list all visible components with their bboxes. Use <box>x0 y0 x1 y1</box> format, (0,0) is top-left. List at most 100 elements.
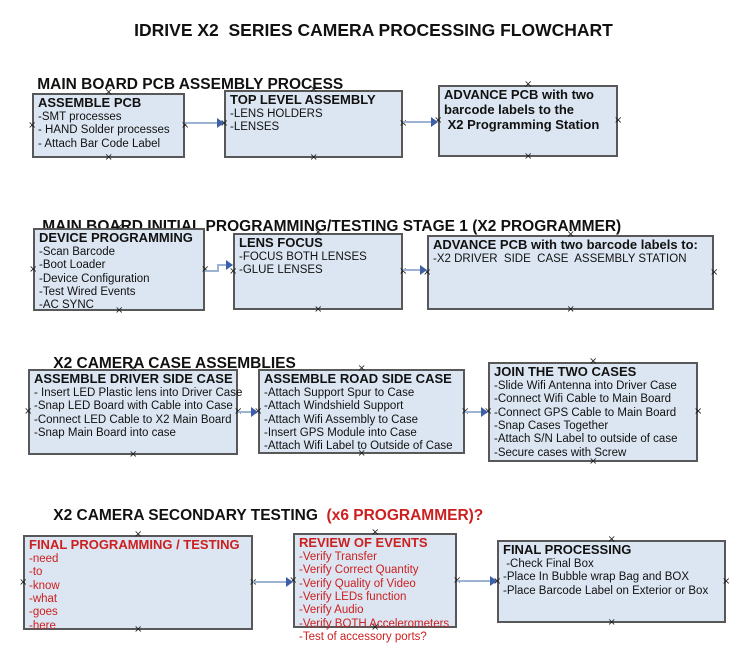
flow-box-review-of-events[interactable]: REVIEW OF EVENTS -Verify Transfer-Verify… <box>289 528 461 643</box>
connection-anchor-icon: × <box>607 617 616 628</box>
box-title: JOIN THE TWO CASES <box>494 364 637 379</box>
box-item-list: -Scan Barcode-Boot Loader-Device Configu… <box>39 246 200 313</box>
box-item: -Place In Bubble wrap Bag and BOX <box>503 571 690 584</box>
connector-elbow-segment[interactable] <box>205 270 219 272</box>
box-item: -Test Wired Events <box>39 285 136 298</box>
flow-box-advance-pcb-programming-station[interactable]: ADVANCE PCB with two barcode labels to t… <box>434 80 622 162</box>
connection-anchor-icon: × <box>19 576 28 588</box>
box-item: -LENSES <box>230 121 280 134</box>
box-item: -Attach Wifi Assembly to Case <box>264 413 419 426</box>
box-item: -Insert GPS Module into Case <box>264 426 417 439</box>
connector-arrowhead-icon <box>286 577 293 587</box>
box-item: -GLUE LENSES <box>239 264 323 277</box>
connector-top-level-to-advance-pcb[interactable] <box>403 115 438 129</box>
connector-arrowhead-icon <box>490 576 497 586</box>
flow-box-join-the-two-cases[interactable]: JOIN THE TWO CASES -Slide Wifi Antenna i… <box>484 357 702 467</box>
flow-box-assemble-pcb[interactable]: ASSEMBLE PCB -SMT processes- HAND Solder… <box>28 88 189 163</box>
section-heading-case-assemblies: X2 CAMERA CASE ASSEMBLIES <box>36 337 296 391</box>
connection-anchor-icon: × <box>722 575 731 587</box>
connection-anchor-icon: × <box>566 304 575 315</box>
section-heading-secondary-testing: X2 CAMERA SECONDARY TESTING (x6 PROGRAMM… <box>36 489 483 543</box>
flow-box-assemble-road-side-case[interactable]: ASSEMBLE ROAD SIDE CASE -Attach Support … <box>254 364 469 459</box>
box-item: -FOCUS BOTH LENSES <box>239 250 367 263</box>
box-title: ASSEMBLE PCB <box>38 95 142 110</box>
box-item: -Verify BOTH Accelerometers <box>299 617 450 630</box>
box-item: -AC SYNC <box>39 299 94 312</box>
connector-line <box>185 122 218 124</box>
connection-anchor-icon: × <box>24 406 33 417</box>
connector-line <box>403 121 432 123</box>
box-item: -Snap LED Board with Cable into Case <box>34 400 233 413</box>
flow-box-assemble-driver-side-case[interactable]: ASSEMBLE DRIVER SIDE CASE - Insert LED P… <box>24 364 242 460</box>
box-item: -Attach S/N Label to outside of case <box>494 433 678 446</box>
box-item-list: -Verify Transfer-Verify Correct Quantity… <box>299 551 452 644</box>
connector-review-to-final-processing[interactable] <box>457 574 497 588</box>
connector-line <box>457 580 491 582</box>
section-heading-text: MAIN BOARD PCB ASSEMBLY PROCESS <box>37 76 344 93</box>
section-heading-text: X2 CAMERA SECONDARY TESTING <box>53 507 323 524</box>
box-item: -Connect GPS Cable to Main Board <box>494 406 677 419</box>
box-item: -Device Configuration <box>39 272 150 285</box>
connector-elbow-riser[interactable] <box>217 264 219 272</box>
connection-anchor-icon: × <box>614 115 623 126</box>
box-title: LENS FOCUS <box>239 235 323 250</box>
box-item: - HAND Solder processes <box>38 124 170 137</box>
box-item: -Connect Wifi Cable to Main Board <box>494 393 672 406</box>
box-title: FINAL PROCESSING <box>503 542 632 557</box>
connector-line <box>465 411 482 413</box>
connection-anchor-icon: × <box>28 119 37 131</box>
box-title: ASSEMBLE DRIVER SIDE CASE <box>34 371 233 386</box>
connection-anchor-icon: × <box>129 449 138 460</box>
connector-driver-case-to-road-case[interactable] <box>238 405 258 419</box>
connector-lens-focus-to-advance-pcb[interactable] <box>403 263 427 277</box>
connection-anchor-icon: × <box>104 152 113 163</box>
box-item: -Attach Windshield Support <box>264 400 404 413</box>
page-title: IDRIVE X2 SERIES CAMERA PROCESSING FLOWC… <box>134 20 613 40</box>
box-item: -LENS HOLDERS <box>230 107 323 120</box>
box-item-list: -Slide Wifi Antenna into Driver Case-Con… <box>494 380 693 460</box>
box-item: -SMT processes <box>38 110 122 123</box>
connector-final-programming-to-review[interactable] <box>253 575 293 589</box>
section-heading-pcb-assembly: MAIN BOARD PCB ASSEMBLY PROCESS <box>20 58 343 112</box>
connection-anchor-icon: × <box>524 151 533 162</box>
connector-line <box>238 411 252 413</box>
box-item: -Verify LEDs function <box>299 590 407 603</box>
flow-box-top-level-assembly[interactable]: TOP LEVEL ASSEMBLY -LENS HOLDERS-LENSES … <box>220 85 407 163</box>
section-heading-red-text: (x6 PROGRAMMER)? <box>322 507 484 524</box>
box-item: - Attach Bar Code Label <box>38 137 161 150</box>
box-item: -Check Final Box <box>503 557 594 570</box>
connector-device-programming-to-lens-focus[interactable] <box>217 258 233 272</box>
connector-arrowhead-icon <box>420 265 427 275</box>
box-item: -Snap Cases Together <box>494 419 609 432</box>
flow-box-final-processing[interactable]: FINAL PROCESSING -Check Final Box-Place … <box>493 535 730 628</box>
box-item: -Verify Quality of Video <box>299 577 416 590</box>
box-title: FINAL PROGRAMMING / TESTING <box>29 537 240 552</box>
box-title: ADVANCE PCB with two barcode labels to: <box>433 237 698 252</box>
box-item: -Snap Main Board into case <box>34 426 176 439</box>
box-item-list: -X2 DRIVER SIDE CASE ASSEMBLY STATION <box>433 253 709 266</box>
box-item: -here <box>29 619 56 632</box>
connection-anchor-icon: × <box>710 266 719 278</box>
flow-box-final-programming-testing[interactable]: FINAL PROGRAMMING / TESTING -need-to-kno… <box>19 530 257 635</box>
connection-anchor-icon: × <box>314 304 323 315</box>
connector-arrowhead-icon <box>251 407 258 417</box>
box-item-list: -SMT processes- HAND Solder processes- A… <box>38 111 180 151</box>
flow-box-device-programming[interactable]: DEVICE PROGRAMMING -Scan Barcode-Boot Lo… <box>29 223 209 316</box>
box-item: -Connect LED Cable to X2 Main Board <box>34 413 232 426</box>
flow-box-lens-focus[interactable]: LENS FOCUS -FOCUS BOTH LENSES-GLUE LENSE… <box>229 228 407 315</box>
box-item: -to <box>29 566 43 579</box>
connector-road-case-to-join-cases[interactable] <box>465 405 488 419</box>
connector-assemble-pcb-to-top-level[interactable] <box>185 116 224 130</box>
box-item-list: -FOCUS BOTH LENSES-GLUE LENSES <box>239 251 398 278</box>
box-item: -Attach Wifi Label to Outside of Case <box>264 440 453 453</box>
connector-arrowhead-icon <box>431 117 438 127</box>
connector-line <box>403 269 421 271</box>
section-heading-text: X2 CAMERA CASE ASSEMBLIES <box>53 355 296 372</box>
connection-anchor-icon: × <box>694 406 703 417</box>
connector-line <box>217 264 227 266</box>
flow-box-advance-pcb-driver-side-station[interactable]: ADVANCE PCB with two barcode labels to: … <box>423 230 718 315</box>
connection-anchor-icon: × <box>29 263 38 275</box>
connection-anchor-icon: × <box>309 152 318 163</box>
box-title: REVIEW OF EVENTS <box>299 535 428 550</box>
